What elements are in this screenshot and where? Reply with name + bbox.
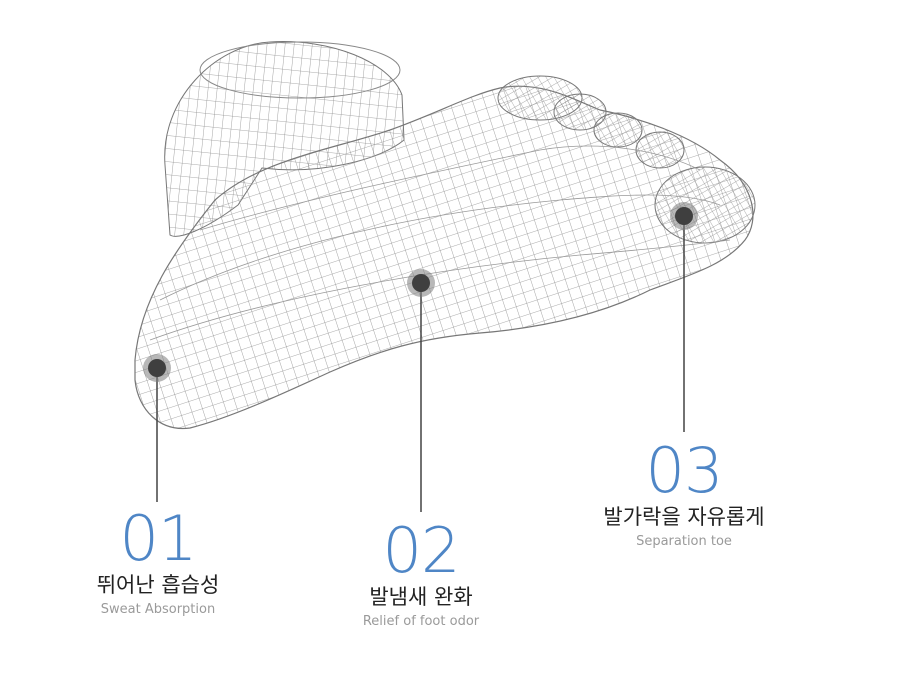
- callout-02: 02 발냄새 완화 Relief of foot odor: [321, 520, 521, 630]
- point-subtitle: Relief of foot odor: [362, 614, 480, 629]
- marker-01[interactable]: [143, 354, 171, 382]
- point-subtitle: Separation toe: [636, 534, 732, 549]
- marker-02[interactable]: [407, 269, 435, 297]
- point-number: 03: [645, 434, 724, 507]
- callout-03: 03 발가락을 자유롭게 Separation toe: [566, 440, 802, 550]
- point-number: 02: [382, 514, 461, 587]
- point-subtitle: Sweat Absorption: [100, 602, 216, 617]
- callout-01: 01 뛰어난 흡습성 Sweat Absorption: [60, 508, 256, 618]
- point-title: 발냄새 완화: [369, 585, 473, 609]
- foot-mesh: [134, 75, 756, 430]
- point-title: 발가락을 자유롭게: [603, 505, 765, 529]
- callout-lines: [156, 216, 685, 512]
- marker-03[interactable]: [670, 202, 698, 230]
- point-title: 뛰어난 흡습성: [96, 573, 220, 597]
- point-number: 01: [119, 502, 198, 575]
